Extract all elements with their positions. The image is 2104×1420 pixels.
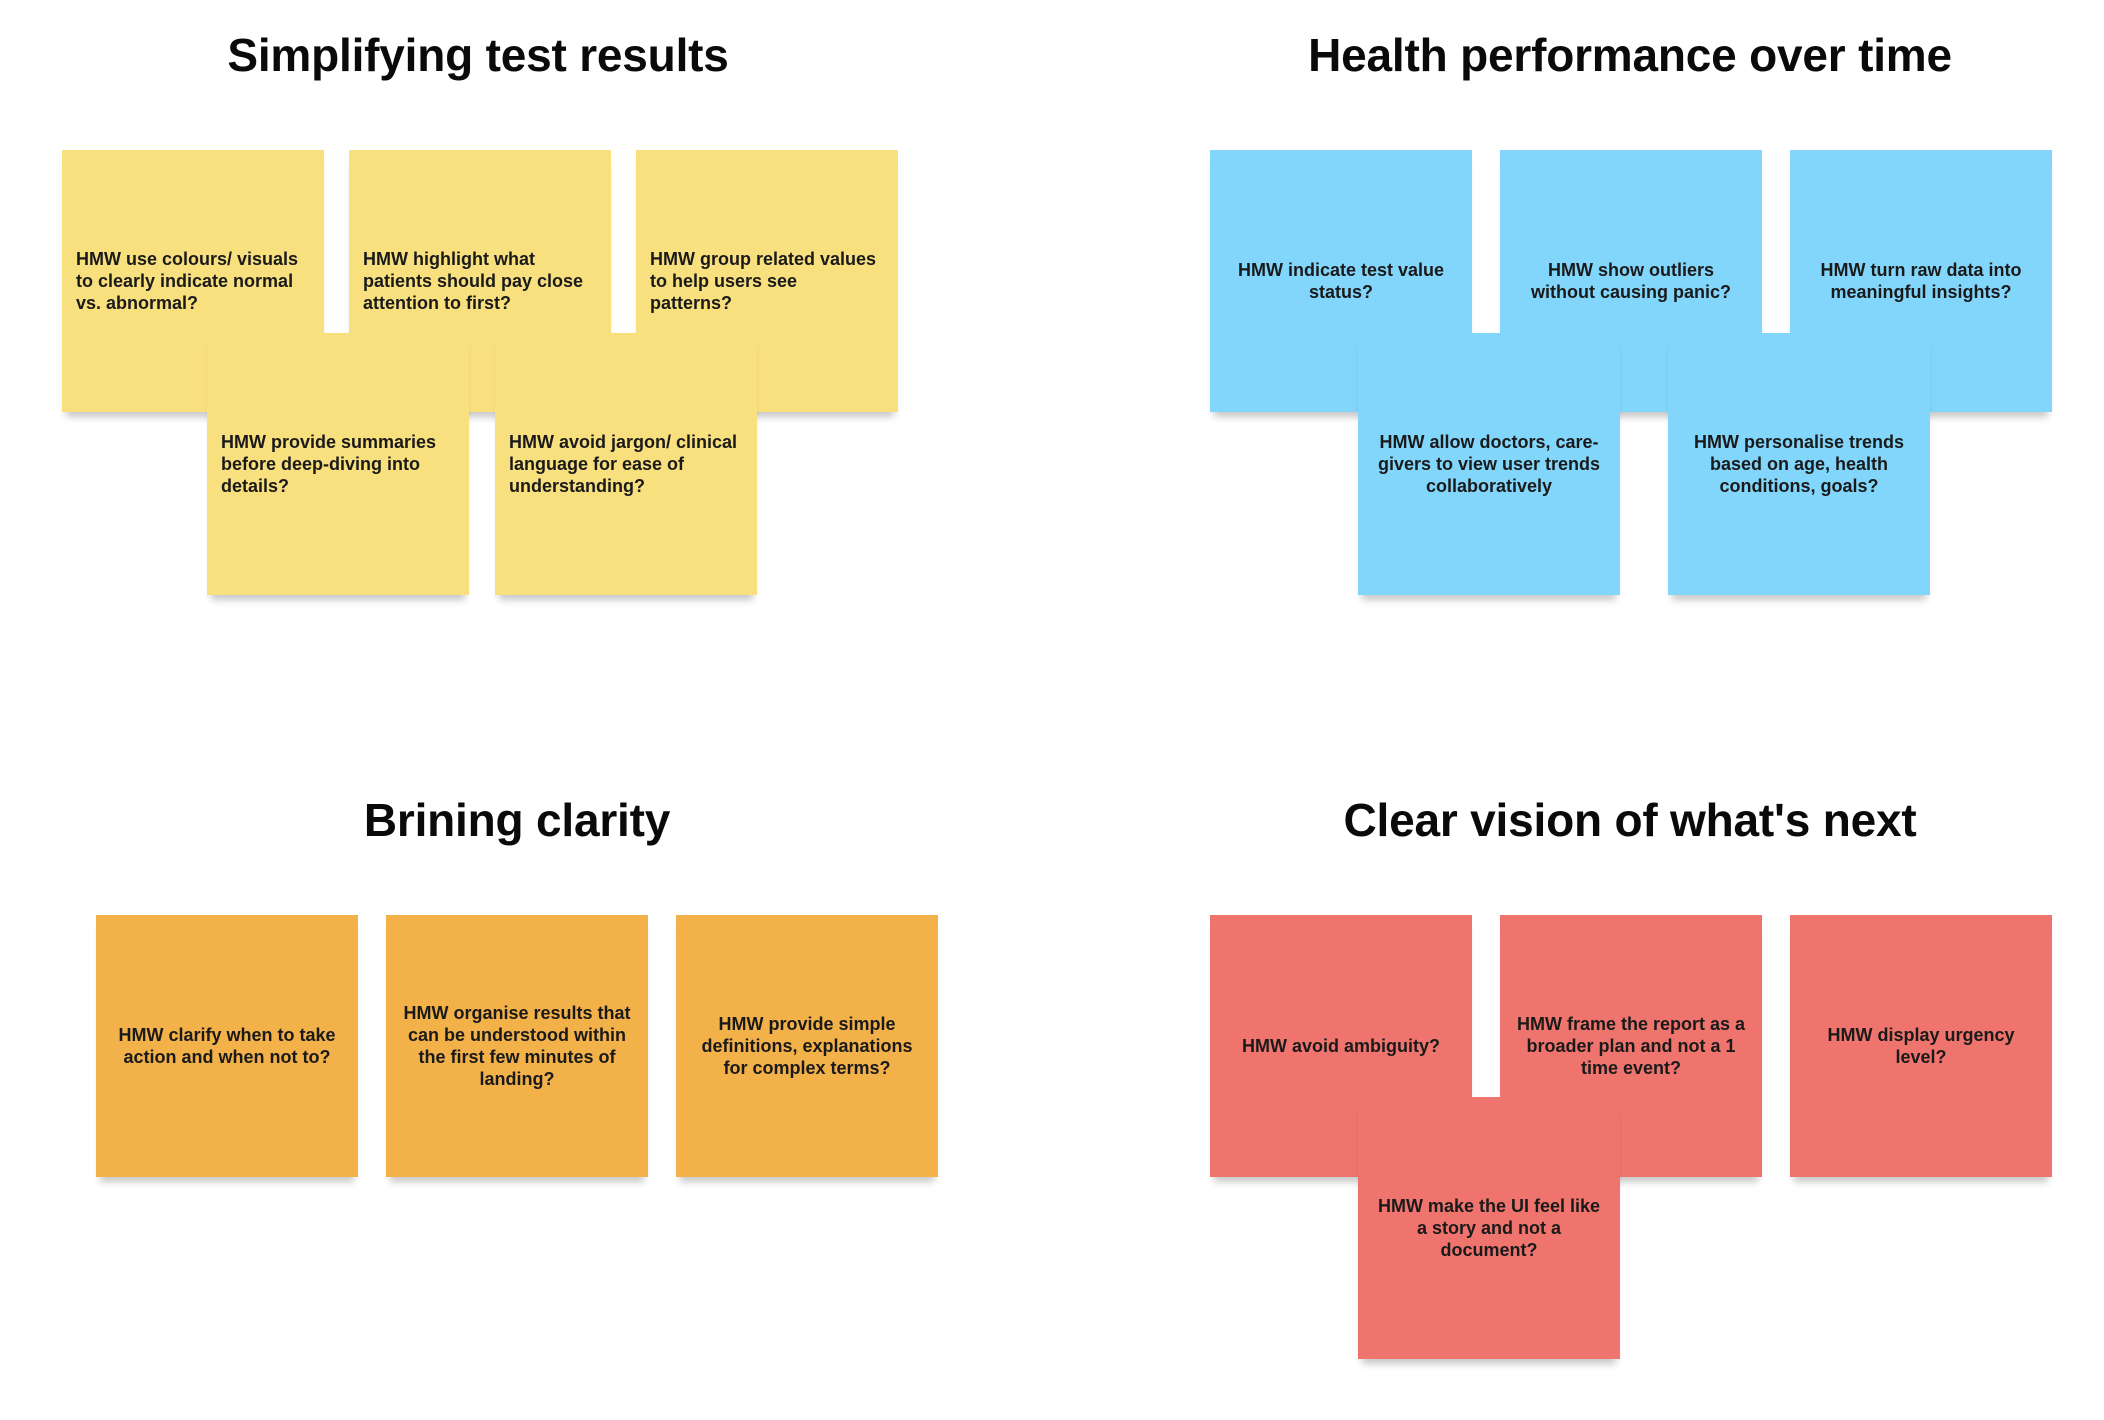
sticky-note[interactable]: HMW personalise trends based on age, hea… — [1668, 333, 1930, 595]
sticky-note[interactable]: HMW display urgency level? — [1790, 915, 2052, 1177]
sticky-note[interactable]: HMW use colours/ visuals to clearly indi… — [62, 150, 324, 412]
sticky-note[interactable]: HMW provide summaries before deep-diving… — [207, 333, 469, 595]
sticky-note-text: HMW highlight what patients should pay c… — [363, 249, 584, 313]
sticky-note[interactable]: HMW provide simple definitions, explanat… — [676, 915, 938, 1177]
sticky-note-text: HMW display urgency level? — [1827, 1025, 2015, 1067]
sticky-note-text: HMW make the UI feel like a story and no… — [1377, 1196, 1601, 1260]
sticky-note-text: HMW frame the report as a broader plan a… — [1516, 1014, 1746, 1078]
sticky-note-text: HMW personalise trends based on age, hea… — [1693, 432, 1905, 496]
sticky-note-text: HMW provide simple definitions, explanat… — [701, 1014, 913, 1078]
sticky-note-text: HMW use colours/ visuals to clearly indi… — [76, 249, 299, 313]
sticky-note-text: HMW provide summaries before deep-diving… — [221, 432, 437, 496]
sticky-note[interactable]: HMW avoid jargon/ clinical language for … — [495, 333, 757, 595]
sticky-note[interactable]: HMW allow doctors, care-givers to view u… — [1358, 333, 1620, 595]
sticky-note[interactable]: HMW clarify when to take action and when… — [96, 915, 358, 1177]
sticky-note-text: HMW turn raw data into meaningful insigh… — [1820, 260, 2022, 302]
cluster-title-clear-vision-of-whats-next: Clear vision of what's next — [1343, 794, 1917, 846]
sticky-note-text: HMW avoid ambiguity? — [1242, 1036, 1440, 1056]
sticky-note-text: HMW allow doctors, care-givers to view u… — [1377, 432, 1601, 496]
sticky-note-text: HMW organise results that can be underst… — [403, 1003, 631, 1089]
cluster-title-simplifying-test-results: Simplifying test results — [227, 29, 729, 81]
sticky-note-text: HMW clarify when to take action and when… — [118, 1025, 336, 1067]
cluster-title-health-performance-over-time: Health performance over time — [1308, 29, 1952, 81]
sticky-note-text: HMW group related values to help users s… — [650, 249, 877, 313]
sticky-note[interactable]: HMW organise results that can be underst… — [386, 915, 648, 1177]
sticky-note-text: HMW avoid jargon/ clinical language for … — [509, 432, 738, 496]
sticky-note-text: HMW indicate test value status? — [1237, 260, 1445, 302]
sticky-note[interactable]: HMW make the UI feel like a story and no… — [1358, 1097, 1620, 1359]
sticky-note-text: HMW show outliers without causing panic? — [1530, 260, 1731, 302]
cluster-title-brining-clarity: Brining clarity — [363, 794, 671, 846]
